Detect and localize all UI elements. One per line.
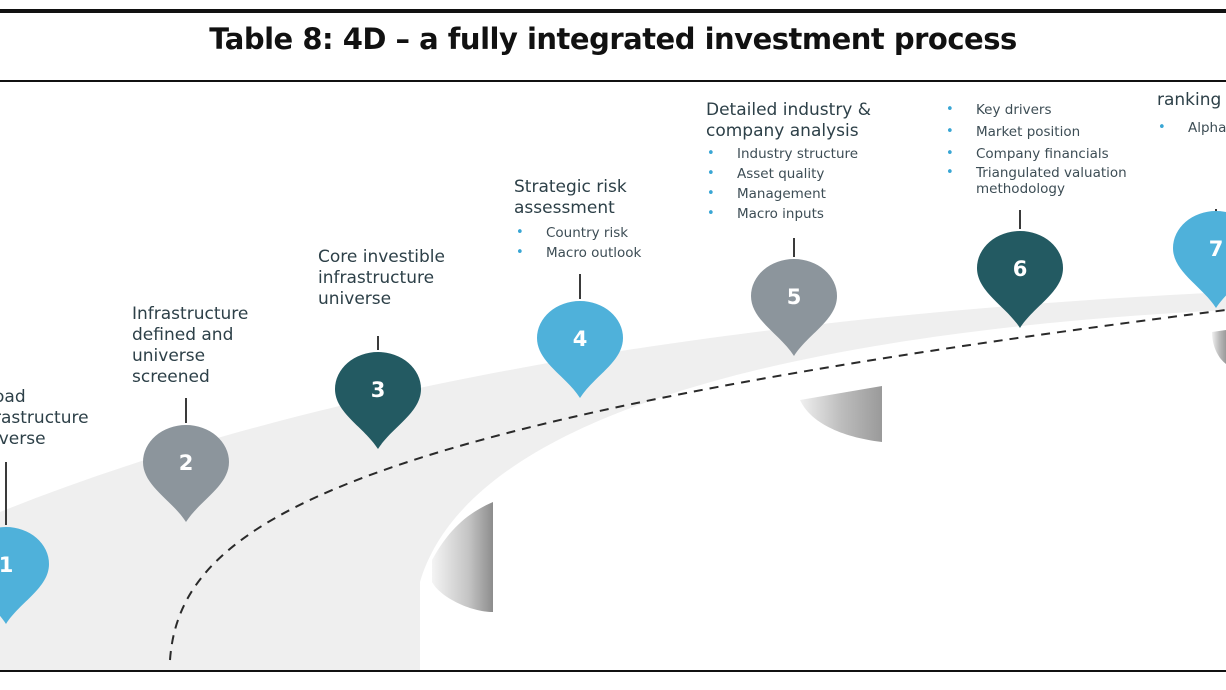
step-5-pin-shape [751,259,837,356]
step-3-number: 3 [371,378,386,402]
step-2-label-line: Infrastructure [132,304,249,324]
step-5-label-line: Detailed industry & [706,100,872,120]
top-rule [0,9,1226,13]
process-diagram: 1 2 3 4 5 6 7 oad rastructure iverse Infrastru… [0,82,1226,670]
step-5-pin: 5 [751,238,837,356]
road-surface [0,292,1226,670]
step-7-pin-shape [1173,211,1226,308]
bullet-item: Industry structure [707,144,858,164]
step-5-label-line: company analysis [706,121,859,141]
step-3-pin-shape [335,352,421,449]
step-7-pin: 7 [1173,209,1226,308]
step-6-pin: 6 [977,210,1063,328]
bridge-pier-middle [800,386,882,442]
step-5-label: Detailed industry & company analysis [706,100,871,142]
step-1-label-line: rastructure [0,408,89,428]
bridge-pier-right [1212,330,1226,364]
step-4-pin-shape [537,301,623,398]
step-2-label-line: universe [132,346,206,366]
step-4-bullets: Country risk Macro outlook [516,223,641,263]
step-7-label-line: ranking [1157,90,1222,110]
step-3-label-line: Core investible [318,247,445,267]
bullet-item: Macro outlook [516,243,641,263]
bullet-item: Company financials [946,143,1127,165]
road-graphic: 1 2 3 4 5 6 7 [0,209,1226,670]
bullet-item: Country risk [516,223,641,243]
bullet-item: Alpha [1158,118,1226,138]
step-1-label-line: iverse [0,429,46,449]
bullet-item: Management [707,184,858,204]
step-7-bullets: Alpha [1158,118,1226,138]
bullet-item: Market position [946,121,1127,143]
step-2-label-line: defined and [132,325,234,345]
road-center-line [169,309,1226,661]
bottom-rule [0,670,1226,672]
step-1-label-line: oad [0,387,26,407]
step-3-label: Core investible infrastructure universe [318,247,445,310]
step-4-label-line: Strategic risk [514,177,627,197]
step-4-label-line: assessment [514,198,615,218]
bullet-item: Triangulated valuation [946,165,1127,181]
step-2-number: 2 [179,451,194,475]
title-rule [0,80,1226,82]
step-2-label-line: screened [132,367,210,387]
step-5-bullets: Industry structure Asset quality Managem… [707,144,858,224]
step-3-label-line: universe [318,289,392,309]
step-5-number: 5 [787,285,802,309]
step-1-number: 1 [0,553,13,577]
step-4-label: Strategic risk assessment [514,177,627,219]
step-4-pin: 4 [537,274,623,398]
step-1-label: oad rastructure iverse [0,387,89,450]
bullet-item: Macro inputs [707,204,858,224]
step-2-label: Infrastructure defined and universe scre… [132,304,248,388]
step-7-number: 7 [1209,237,1224,261]
bullet-item: Key drivers [946,99,1127,121]
bullet-item-continuation: methodology [976,181,1065,197]
step-3-label-line: infrastructure [318,268,435,288]
step-2-pin-shape [143,425,229,522]
step-7-label: ranking [1157,90,1221,111]
bullet-item: Asset quality [707,164,858,184]
bridge-pier-left [432,502,493,612]
step-1-pin: 1 [0,462,49,624]
step-1-pin-shape [0,527,49,624]
step-2-pin: 2 [143,398,229,522]
step-6-bullets: Key drivers Market position Company fina… [946,99,1127,197]
step-6-number: 6 [1013,257,1028,281]
step-3-pin: 3 [335,336,421,449]
step-6-pin-shape [977,231,1063,328]
step-4-number: 4 [573,327,588,351]
page-title: Table 8: 4D – a fully integrated investm… [209,22,1017,56]
